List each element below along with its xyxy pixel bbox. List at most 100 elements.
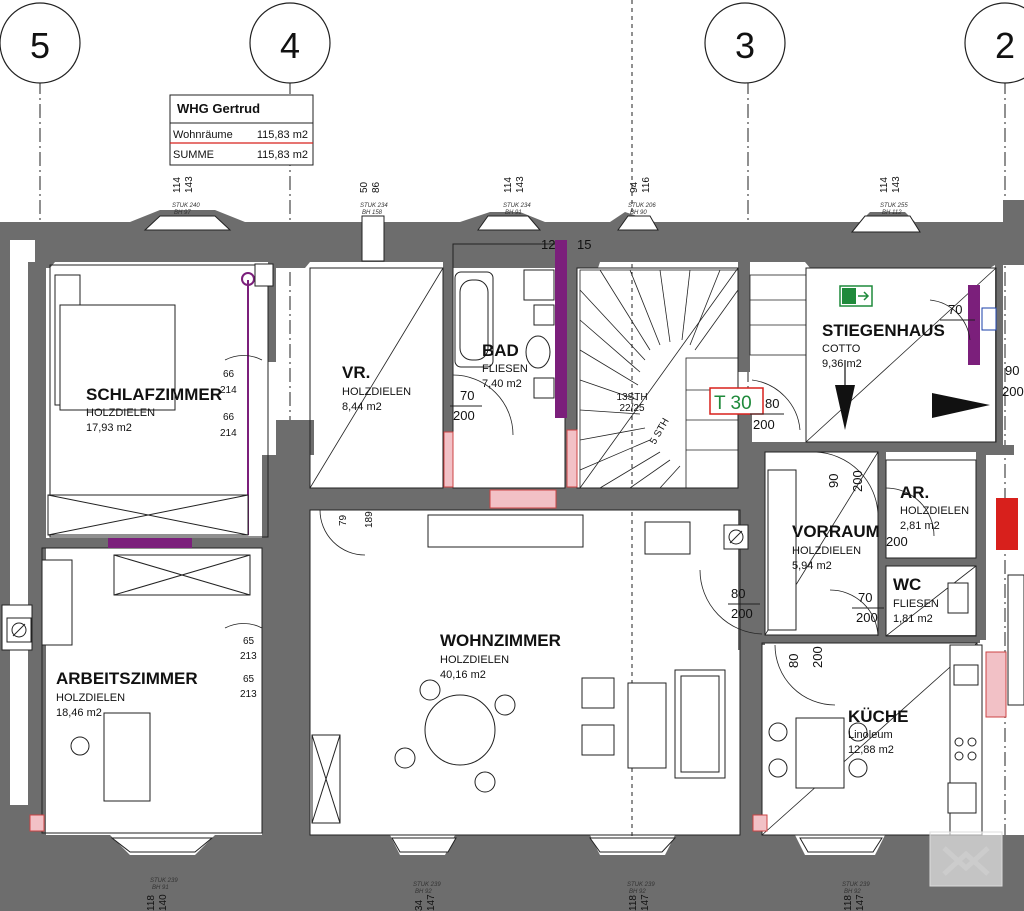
- svg-text:94: 94: [629, 181, 640, 193]
- svg-text:HOLZDIELEN: HOLZDIELEN: [56, 692, 125, 704]
- svg-text:STIEGENHAUS: STIEGENHAUS: [822, 321, 945, 340]
- svg-text:Linoleum: Linoleum: [848, 729, 893, 741]
- svg-text:BH 91: BH 91: [505, 210, 522, 216]
- svg-text:STUK 239: STUK 239: [413, 882, 441, 888]
- svg-text:79: 79: [338, 514, 349, 526]
- stair-label-sub: 22/25: [619, 403, 644, 414]
- svg-text:WOHNZIMMER: WOHNZIMMER: [440, 631, 561, 650]
- legend-title: WHG Gertrud: [177, 101, 260, 116]
- svg-text:SCHLAFZIMMER: SCHLAFZIMMER: [86, 385, 222, 404]
- t30-door-label: T 30: [709, 387, 764, 415]
- svg-text:AR.: AR.: [900, 483, 929, 502]
- stair-label: 13STH: [616, 392, 647, 403]
- svg-text:HOLZDIELEN: HOLZDIELEN: [440, 654, 509, 666]
- room-vr: VR. HOLZDIELEN 8,44 m2: [342, 363, 411, 413]
- room-outlines: [41, 243, 997, 836]
- svg-text:70: 70: [858, 590, 872, 605]
- svg-text:BH 90: BH 90: [630, 210, 647, 216]
- bottom-window-dimensions: STUK 239 BH 91 118 140 STUK 239 BH 92 34…: [146, 878, 870, 911]
- svg-text:34: 34: [414, 899, 425, 911]
- svg-text:STUK 239: STUK 239: [150, 878, 178, 884]
- svg-text:114: 114: [172, 177, 183, 193]
- compass-logo-icon: [929, 831, 1003, 887]
- legend-row-label: Wohnräume: [173, 129, 233, 141]
- svg-text:66: 66: [223, 412, 235, 423]
- svg-text:50: 50: [359, 181, 370, 193]
- svg-text:213: 213: [240, 651, 257, 662]
- top-window-dimensions: 114 143 STUK 240 BH 97 50 86 STUK 234 BH…: [172, 176, 908, 216]
- svg-text:STUK 234: STUK 234: [503, 203, 531, 209]
- svg-text:80: 80: [786, 654, 801, 668]
- svg-text:90: 90: [826, 474, 841, 488]
- svg-text:116: 116: [641, 177, 652, 193]
- svg-text:65: 65: [243, 636, 255, 647]
- living-furniture: [311, 514, 726, 824]
- room-stiegenhaus: STIEGENHAUS COTTO 9,36 m2: [822, 321, 945, 370]
- svg-text:STUK 239: STUK 239: [627, 882, 655, 888]
- svg-text:STUK 255: STUK 255: [880, 203, 908, 209]
- svg-text:213: 213: [240, 689, 257, 700]
- svg-text:BH 92: BH 92: [415, 889, 432, 895]
- svg-text:COTTO: COTTO: [822, 343, 861, 355]
- svg-text:114: 114: [879, 177, 890, 193]
- kitchen-furniture: [767, 469, 1024, 836]
- legend-row-value: 115,83 m2: [257, 149, 308, 161]
- door-swings: [224, 299, 971, 706]
- axis-bubble-4: 4: [249, 2, 331, 84]
- svg-text:17,93 m2: 17,93 m2: [86, 422, 132, 434]
- svg-text:15: 15: [577, 237, 591, 252]
- svg-text:200: 200: [810, 646, 825, 668]
- svg-text:HOLZDIELEN: HOLZDIELEN: [342, 386, 411, 398]
- svg-text:90: 90: [1005, 363, 1019, 378]
- room-vorraum: VORRAUM HOLZDIELEN 5,94 m2: [792, 522, 880, 572]
- entry-arrow-icon: [835, 385, 855, 430]
- svg-text:BH 92: BH 92: [844, 889, 861, 895]
- svg-text:114: 114: [503, 177, 514, 193]
- svg-text:VR.: VR.: [342, 363, 370, 382]
- svg-text:66: 66: [223, 369, 235, 380]
- room-schlafzimmer: SCHLAFZIMMER HOLZDIELEN 17,93 m2: [86, 385, 222, 434]
- svg-text:8,44 m2: 8,44 m2: [342, 401, 382, 413]
- svg-text:118: 118: [146, 895, 157, 911]
- svg-text:200: 200: [856, 610, 878, 625]
- svg-text:HOLZDIELEN: HOLZDIELEN: [86, 407, 155, 419]
- area-legend: WHG Gertrud Wohnräume 115,83 m2 SUMME 11…: [169, 94, 314, 166]
- room-kueche: KÜCHE Linoleum 12,88 m2: [848, 707, 908, 756]
- axis-bubble-5: 5: [0, 2, 81, 84]
- legend-row-value: 115,83 m2: [257, 129, 308, 141]
- svg-text:65: 65: [243, 674, 255, 685]
- side-window-dimensions: 66 214 66 214 65 213 65 213: [220, 369, 257, 700]
- svg-text:STUK 239: STUK 239: [842, 882, 870, 888]
- smoke-detector-icon: [6, 524, 749, 643]
- svg-text:5,94 m2: 5,94 m2: [792, 560, 832, 572]
- svg-text:12,88 m2: 12,88 m2: [848, 744, 894, 756]
- svg-text:200: 200: [753, 417, 775, 432]
- svg-text:70: 70: [948, 302, 962, 317]
- water-meter-icon: [981, 307, 997, 331]
- stair-label-side: 5 STH: [648, 416, 672, 446]
- door-dimensions: 70 200 80 200 70 90 200 80 200 200 70 20…: [338, 237, 1024, 668]
- staircase: [579, 269, 807, 489]
- svg-text:214: 214: [220, 428, 237, 439]
- svg-text:WC: WC: [893, 575, 921, 594]
- bedroom-furniture: [47, 263, 274, 536]
- svg-text:118: 118: [628, 895, 639, 911]
- svg-text:STUK 234: STUK 234: [360, 203, 388, 209]
- room-ar: AR. HOLZDIELEN 2,81 m2: [900, 483, 969, 532]
- svg-text:KÜCHE: KÜCHE: [848, 707, 908, 726]
- svg-text:12: 12: [541, 237, 555, 252]
- svg-text:189: 189: [364, 511, 375, 528]
- svg-text:BH 158: BH 158: [362, 210, 383, 216]
- room-wohnzimmer: WOHNZIMMER HOLZDIELEN 40,16 m2: [440, 631, 561, 681]
- svg-text:118: 118: [843, 895, 854, 911]
- entry-arrow-icon: [932, 393, 990, 418]
- svg-text:86: 86: [371, 181, 382, 193]
- legend-row-label: SUMME: [173, 149, 214, 161]
- svg-text:FLIESEN: FLIESEN: [482, 363, 528, 375]
- axis-bubble-3: 3: [704, 2, 786, 84]
- svg-text:BH 112: BH 112: [882, 210, 902, 216]
- room-bad: BAD FLIESEN 7,40 m2: [482, 341, 528, 390]
- svg-text:FLIESEN: FLIESEN: [893, 598, 939, 610]
- svg-text:VORRAUM: VORRAUM: [792, 522, 880, 541]
